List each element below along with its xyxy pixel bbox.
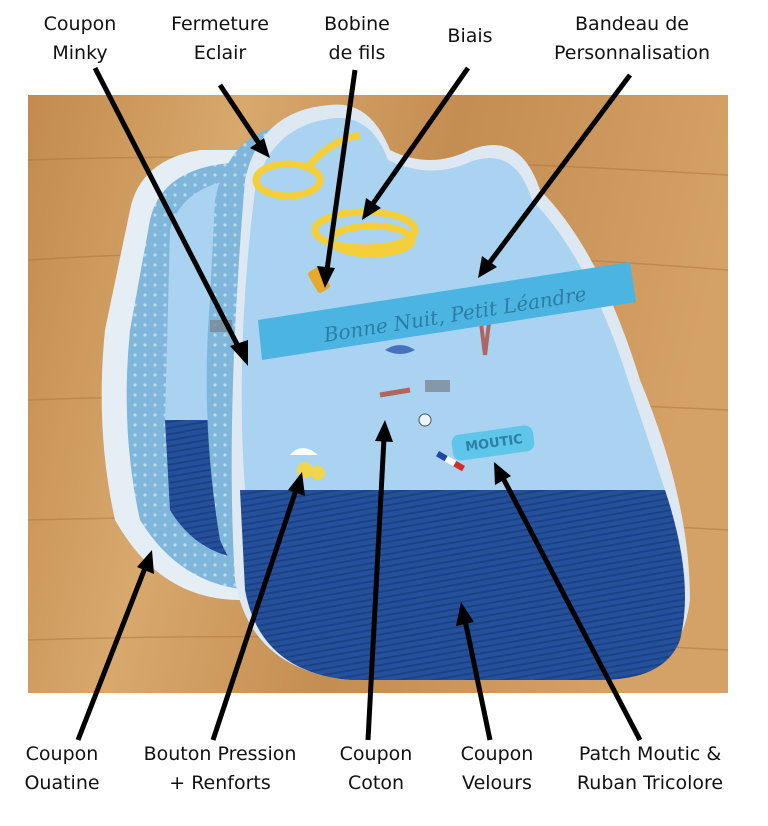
arrow-patch-moutic xyxy=(494,462,643,742)
arrow-coupon-ouatine xyxy=(75,550,154,741)
bandeau-personnalisation xyxy=(258,262,636,360)
arrow-fermeture-eclair xyxy=(217,83,270,158)
arrow-bandeau xyxy=(478,73,633,278)
arrow-biais xyxy=(362,66,471,220)
biais-roll xyxy=(252,131,419,258)
arrow-coupon-velours xyxy=(456,602,493,741)
arrow-bobine xyxy=(317,69,358,288)
arrow-coupon-coton xyxy=(365,420,393,741)
patch-moutic xyxy=(451,425,535,461)
arrow-bouton-pression xyxy=(210,472,305,741)
ruban-tricolore xyxy=(436,451,465,472)
arrows xyxy=(75,66,643,742)
label-biais: Biais xyxy=(447,25,493,47)
label-bouton-pression: Bouton Pression+ Renforts xyxy=(143,743,297,794)
coupon-velours-piece xyxy=(240,490,685,680)
label-patch-moutic: Patch Moutic &Ruban Tricolore xyxy=(576,743,724,794)
arrow-coupon-minky xyxy=(92,66,248,366)
